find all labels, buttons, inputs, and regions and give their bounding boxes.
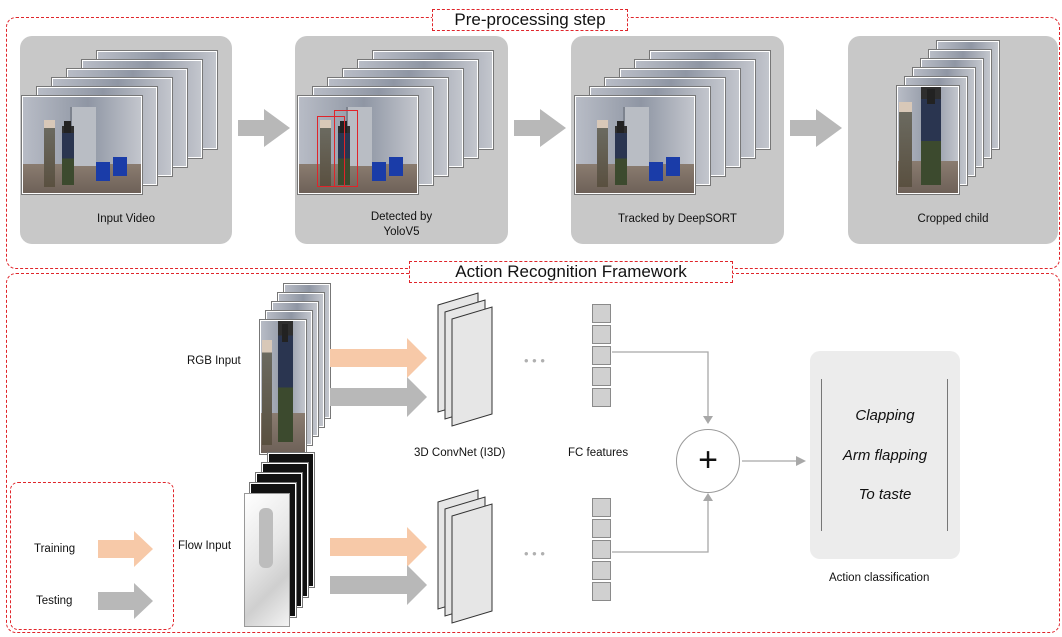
scene-adult — [261, 339, 272, 446]
class-arm-flapping: Arm flapping — [842, 447, 928, 464]
bracket-right — [947, 379, 948, 531]
rgb-training-arrow — [330, 338, 427, 378]
card-label-cropped: Cropped child — [917, 213, 989, 225]
scene-kid — [614, 125, 627, 186]
convnet-label: 3D ConvNet (I3D) — [414, 447, 506, 459]
flow-training-arrow — [330, 527, 427, 567]
scene-chair — [96, 162, 111, 182]
scene-chair — [112, 156, 127, 176]
tracked-frame — [575, 96, 695, 194]
legend-testing-label: Testing — [36, 595, 73, 607]
scene-kid — [277, 321, 293, 443]
legend-testing-arrow — [98, 583, 153, 619]
cropped-frame — [897, 86, 959, 194]
convnet-rgb — [437, 292, 493, 427]
flow-testing-arrow — [330, 565, 427, 605]
arrow-input-to-detected — [238, 109, 290, 147]
scene-chair — [388, 156, 403, 176]
classification-label: Action classification — [829, 572, 930, 584]
flow-input-label: Flow Input — [178, 540, 232, 552]
scene-face — [282, 323, 289, 343]
scene-chair — [372, 162, 387, 182]
convnet-flow — [437, 489, 493, 624]
scene-adult — [597, 120, 608, 188]
legend-training-label: Training — [34, 543, 76, 555]
scene-adult — [899, 101, 913, 187]
bracket-left — [821, 379, 822, 531]
legend-box — [10, 482, 174, 630]
scene-chair — [665, 156, 680, 176]
rgb-input-label: RGB Input — [187, 355, 241, 367]
scene-kid — [920, 87, 942, 185]
framework-title: Action Recognition Framework — [409, 261, 733, 283]
rgb-testing-arrow — [330, 377, 427, 417]
card-label-tracked: Tracked by DeepSORT — [618, 213, 737, 225]
scene-adult — [320, 120, 331, 188]
scene-face — [617, 121, 625, 133]
scene-face — [926, 89, 936, 104]
fc-features-label: FC features — [568, 447, 629, 459]
detection-bbox — [316, 116, 345, 188]
fusion-plus: + — [676, 429, 740, 493]
detection-bbox — [334, 110, 358, 188]
rgb-input-frame — [260, 320, 306, 454]
arrow-detected-to-tracked — [514, 109, 566, 147]
scene-chair — [649, 162, 664, 182]
detected-frame — [298, 96, 418, 194]
arrow-tracked-to-cropped — [790, 109, 842, 147]
rgb-fc-features — [592, 304, 611, 409]
scene-face — [64, 121, 72, 133]
class-to-taste: To taste — [858, 486, 912, 503]
flow-fc-connector — [612, 497, 709, 553]
scene-adult — [44, 120, 55, 188]
rgb-fc-connector — [612, 351, 709, 420]
flow-input-frame — [244, 493, 290, 627]
flow-fc-features — [592, 498, 611, 603]
legend-training-arrow — [98, 531, 153, 567]
rgb-ellipsis: • • • — [524, 353, 545, 368]
flow-ellipsis: • • • — [524, 546, 545, 561]
input-video-frame — [22, 96, 142, 194]
scene-kid — [61, 125, 74, 186]
class-clapping: Clapping — [855, 407, 915, 424]
card-label-input-video: Input Video — [97, 213, 155, 225]
flow-silhouette — [259, 508, 273, 568]
preprocessing-title: Pre-processing step — [432, 9, 628, 31]
classification-box: Clapping Arm flapping To taste — [810, 351, 960, 559]
